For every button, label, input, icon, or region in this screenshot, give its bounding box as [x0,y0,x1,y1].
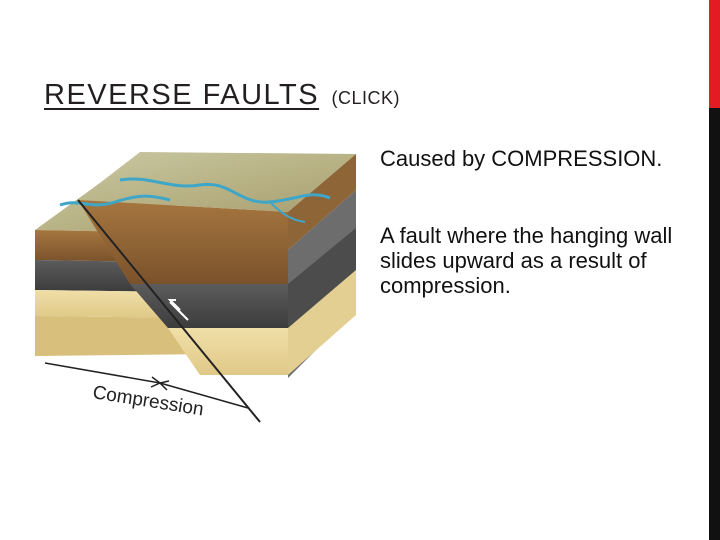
fault-block-illustration: Compression [20,150,360,425]
reverse-fault-diagram: Compression [20,150,360,425]
accent-bar-red [709,0,720,108]
hanging-wall-layer-sand [168,328,288,375]
bullet-definition: A fault where the hanging wall slides up… [380,223,700,298]
accent-bar-dark [709,108,720,540]
compression-label: Compression [91,382,205,420]
slide-title: REVERSE FAULTS [44,79,319,111]
slide-title-note: (CLICK) [332,88,401,108]
bullet-list: Caused by COMPRESSION. A fault where the… [380,146,700,350]
compression-arrow-left [45,363,160,383]
bullet-cause: Caused by COMPRESSION. [380,146,700,171]
slide-title-row: REVERSE FAULTS (CLICK) [44,79,400,112]
